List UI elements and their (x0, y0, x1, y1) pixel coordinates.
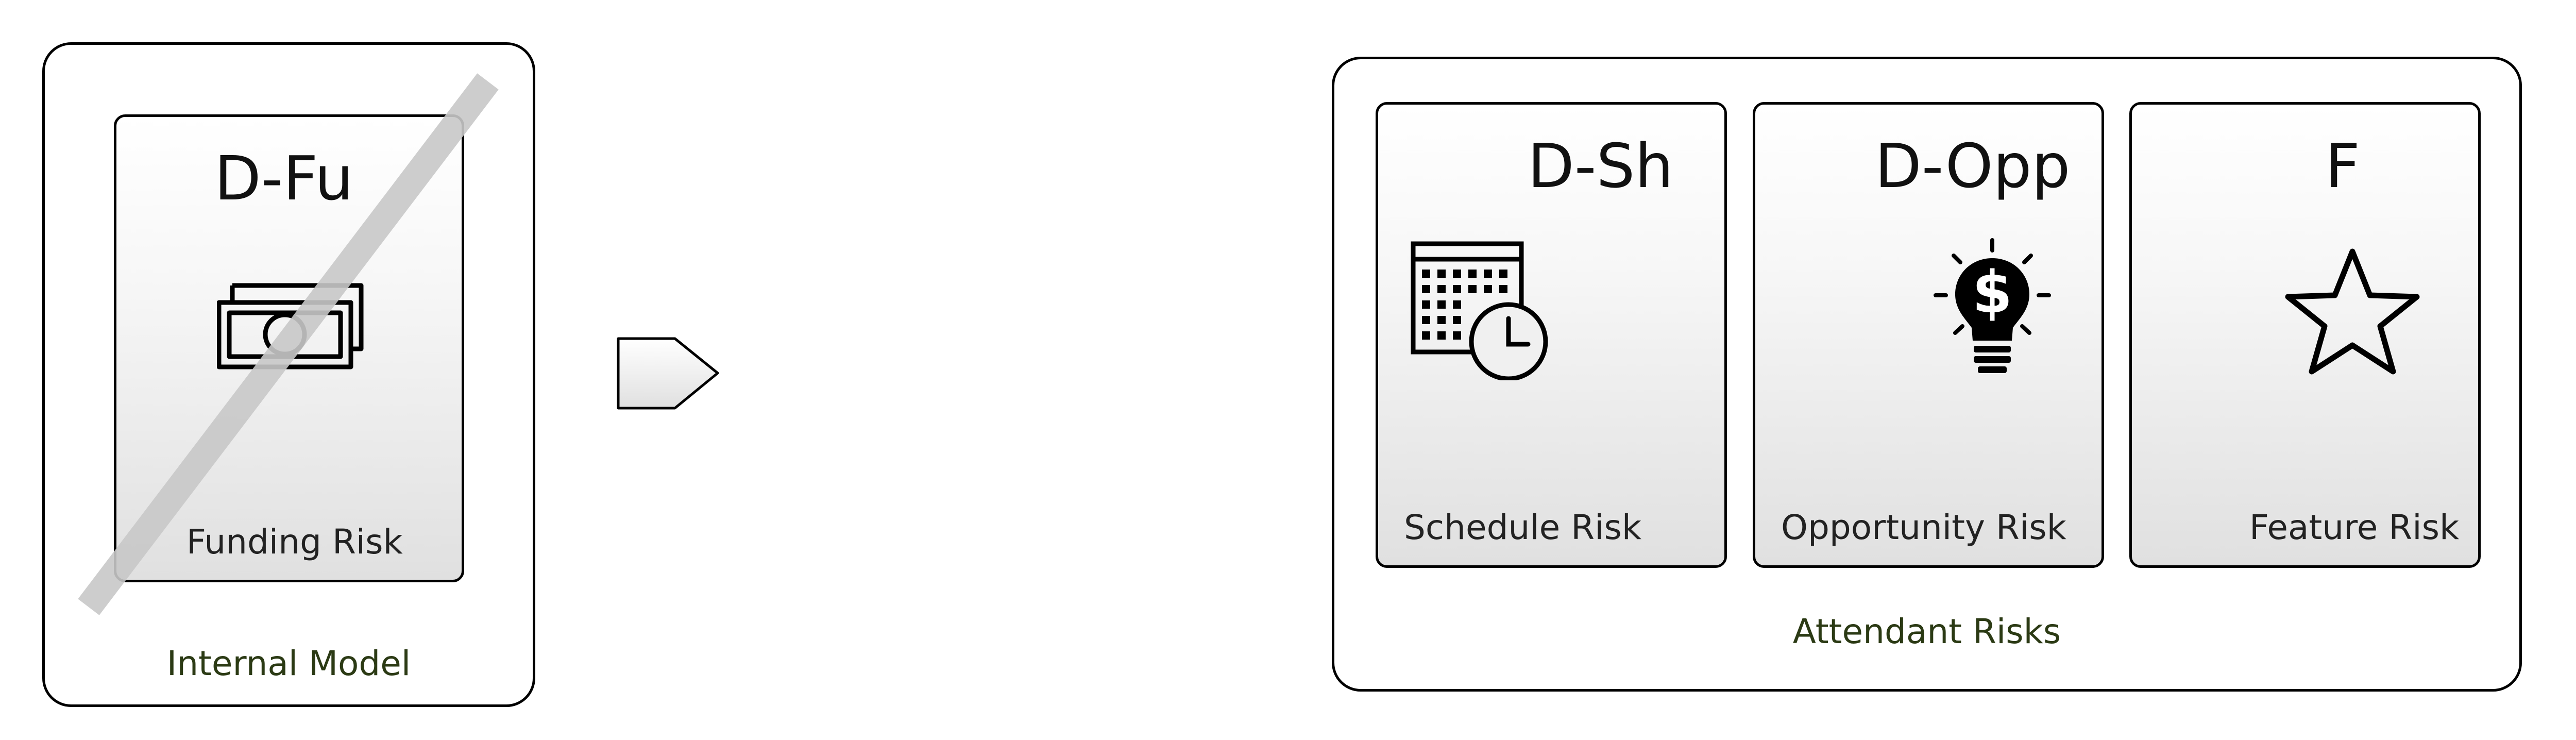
card-title: D-Sh (1528, 130, 1674, 201)
schedule-risk-card: D-Sh Schedule Risk (1376, 102, 1727, 568)
attendant-risks-group: D-Sh Schedule Risk D-Opp (1332, 57, 2522, 692)
calendar-clock-icon (1411, 241, 1550, 380)
card-label: Schedule Risk (1404, 508, 1642, 547)
internal-model-group: D-Fu Funding Risk Internal Model (42, 42, 535, 707)
arrow-right-icon (616, 336, 724, 413)
star-icon (2280, 241, 2425, 385)
card-label: Feature Risk (2249, 508, 2460, 547)
card-title: D-Opp (1875, 130, 2071, 201)
feature-risk-card: F Feature Risk (2129, 102, 2481, 568)
card-title: F (2325, 130, 2360, 201)
opportunity-risk-card: D-Opp $ (1753, 102, 2104, 568)
banknotes-icon (217, 279, 366, 369)
card-label: Funding Risk (187, 522, 403, 562)
card-label: Opportunity Risk (1781, 508, 2066, 547)
group-label: Internal Model (166, 644, 411, 683)
svg-text:$: $ (1972, 259, 2012, 326)
funding-risk-card: D-Fu Funding Risk (114, 114, 464, 582)
lightbulb-dollar-icon: $ (1925, 238, 2059, 387)
group-label: Attendant Risks (1792, 612, 2061, 651)
card-title: D-Fu (214, 143, 353, 214)
